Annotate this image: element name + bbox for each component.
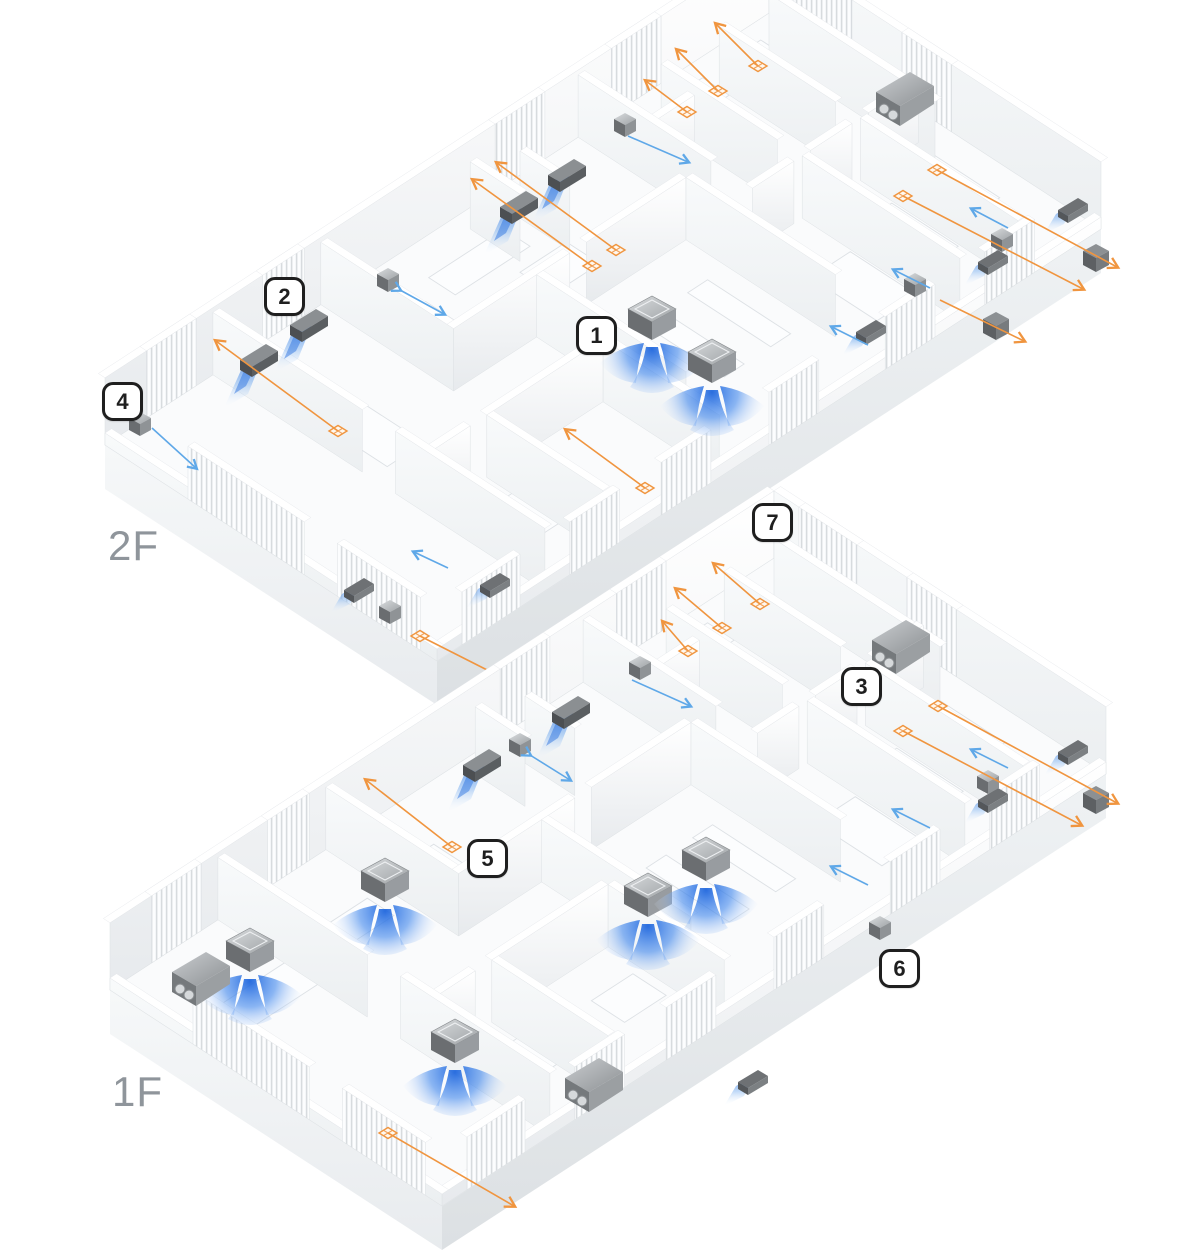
- callout-badge-3[interactable]: 3: [841, 667, 882, 706]
- wall-top: [745, 156, 795, 189]
- furniture: [686, 279, 792, 348]
- airflow-arrow: [520, 746, 574, 782]
- wall-top: [806, 696, 972, 804]
- wall-top: [659, 970, 717, 1008]
- floor-1f: [103, 486, 1121, 1250]
- refrigerant-pipe: [936, 169, 1121, 270]
- wall-top: [567, 1029, 625, 1068]
- wall-top: [459, 1094, 526, 1138]
- wall-top: [491, 955, 615, 1036]
- refrigerant-pipe: [212, 338, 339, 432]
- refrigerant-pipe: [673, 586, 723, 629]
- wall-top: [395, 426, 552, 529]
- airflow-arrow: [968, 206, 1009, 229]
- wall-top: [493, 632, 551, 670]
- callout-badge-5[interactable]: 5: [467, 839, 508, 878]
- callout-badge-7[interactable]: 7: [752, 503, 793, 542]
- floor-slab-side: [110, 990, 442, 1250]
- airflow-arrow: [151, 427, 199, 471]
- wall-top: [762, 355, 820, 393]
- wall-top: [255, 243, 305, 276]
- refrigerant-pipe: [363, 777, 453, 848]
- wall-top: [798, 502, 864, 546]
- wall-top: [400, 971, 557, 1074]
- airflow-arrow: [828, 324, 869, 346]
- building-floors: [98, 0, 1121, 1250]
- floor-label-2f: 2F: [108, 522, 160, 569]
- wall-top: [144, 858, 202, 897]
- wall-top: [685, 172, 843, 275]
- callout-badge-4[interactable]: 4: [102, 382, 143, 421]
- wall-top: [690, 717, 848, 820]
- wall-top: [582, 615, 723, 707]
- callout-badge-2[interactable]: 2: [264, 277, 305, 316]
- wall-top: [803, 118, 853, 151]
- floor-slab-side: [437, 229, 1101, 705]
- refrigerant-pipe: [902, 730, 1085, 828]
- wall-top: [187, 441, 312, 523]
- airflow-arrow: [828, 864, 869, 886]
- refrigerant-pipe: [493, 160, 617, 251]
- airflow-arrow: [390, 281, 448, 316]
- wall-top: [665, 604, 790, 685]
- wall-top: [609, 556, 667, 594]
- refrigerant-pipe: [902, 195, 1087, 292]
- refrigerant-pipe: [713, 21, 759, 67]
- wall-top: [750, 701, 800, 734]
- airflow-arrow: [890, 807, 931, 829]
- wall-top: [342, 1083, 433, 1143]
- wall-top: [801, 151, 967, 259]
- refrigerant-pipe: [469, 177, 593, 267]
- refrigerant-pipe: [660, 619, 689, 652]
- refrigerant-pipe: [642, 78, 688, 113]
- airflow-arrow: [410, 549, 449, 569]
- wall-top: [660, 59, 785, 140]
- furniture: [691, 824, 797, 893]
- wall-top: [488, 87, 546, 125]
- wall-top: [778, 0, 942, 103]
- airflow-arrow: [627, 135, 692, 165]
- wall-top: [901, 27, 959, 65]
- wall-top: [217, 852, 375, 955]
- wall-top: [454, 549, 521, 593]
- wall-top: [139, 313, 197, 352]
- refrigerant-pipe: [419, 635, 503, 679]
- wall-top: [604, 11, 662, 49]
- refrigerant-pipe: [937, 705, 1121, 806]
- refrigerant-pipe: [711, 561, 761, 605]
- wall-top: [469, 157, 527, 195]
- wall-ac-unit: [724, 1070, 768, 1106]
- wall-top: [562, 484, 620, 523]
- airflow-arrow: [890, 267, 931, 289]
- refrigerant-pipe: [939, 299, 1028, 344]
- wall-top: [883, 824, 941, 862]
- refrigerant-pipe: [387, 1132, 518, 1208]
- floor-label-1f: 1F: [112, 1068, 164, 1115]
- refrigerant-pipe: [674, 47, 719, 92]
- wall-top: [486, 410, 610, 491]
- airflow-arrow: [968, 747, 1009, 769]
- wall-top: [484, 879, 609, 961]
- wall-top: [446, 248, 571, 329]
- floor-slab-side: [442, 774, 1106, 1250]
- wall-top: [260, 788, 310, 821]
- refrigerant-pipe: [562, 427, 646, 489]
- callout-badge-6[interactable]: 6: [879, 949, 920, 988]
- furniture: [590, 973, 667, 1023]
- callout-badge-1[interactable]: 1: [576, 316, 617, 355]
- wall-top: [577, 70, 718, 162]
- wall-top: [906, 572, 964, 610]
- wall-top: [723, 566, 848, 648]
- floor-slab-side: [105, 445, 437, 705]
- airflow-arrow: [631, 679, 694, 709]
- wall-top: [767, 900, 825, 938]
- wall-top: [337, 538, 428, 598]
